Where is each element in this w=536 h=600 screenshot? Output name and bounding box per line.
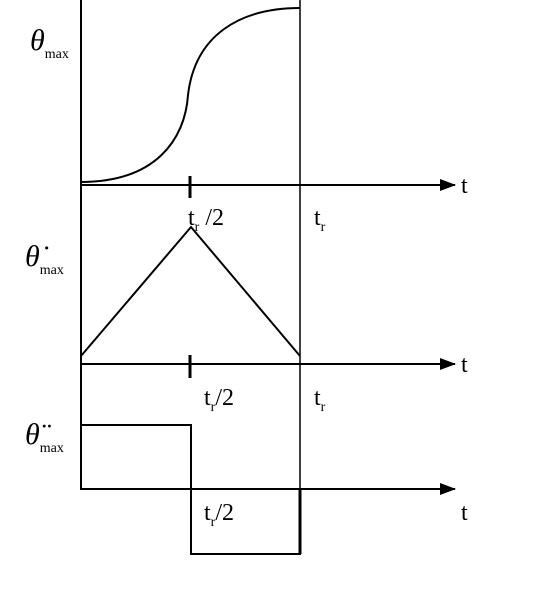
velocity-half-label: tr/2 [204,385,234,415]
theta-symbol: θ [30,24,45,57]
acceleration-axis-label: t [461,500,468,526]
theta-dot-max-label: θ̇max [25,240,64,278]
theta-dot-max-subscript: max [40,263,64,278]
theta-ddot-max-subscript: max [40,441,64,456]
velocity-tr-label: tr [314,385,326,415]
position-axis-label: t [461,173,468,199]
position-half-label: tr /2 [188,205,224,235]
position-tr-label: tr [314,205,326,235]
acceleration-half-label: tr/2 [204,500,234,530]
acceleration-panel: t θ̈max tr/2 [25,418,468,555]
theta-ddot-max-label: θ̈max [25,418,64,456]
velocity-panel: t θ̇max tr/2 tr [25,225,468,415]
velocity-axis-label: t [461,352,468,378]
position-panel: t θmax tr /2 tr [30,7,468,235]
theta-max-label: θmax [30,24,69,62]
velocity-triangle [80,225,301,357]
theta-max-subscript: max [45,47,69,62]
position-curve [80,7,301,183]
